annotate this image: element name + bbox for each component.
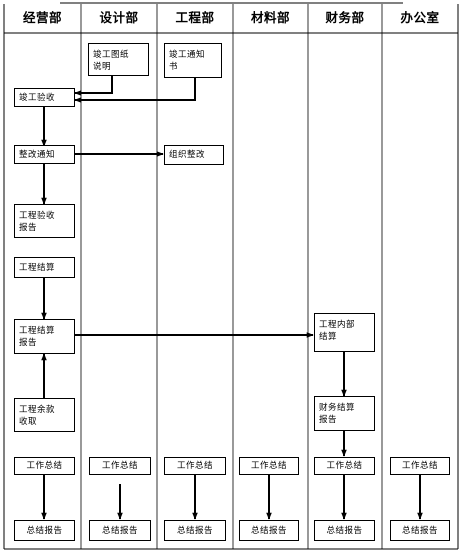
box-summary-report: 总结报告 (390, 520, 450, 541)
column-header-finance: 财务部 (325, 10, 365, 25)
box-summary-report: 总结报告 (239, 520, 299, 541)
box-work-summary: 工作总结 (89, 457, 151, 475)
box-summary-report: 总结报告 (89, 520, 151, 541)
box-organize-rectify: 组织整改 (164, 145, 224, 165)
box-completion-notice: 竣工通知 书 (164, 43, 222, 78)
box-summary-report: 总结报告 (14, 520, 75, 541)
box-design-drawing-notes: 竣工图纸 说明 (88, 43, 149, 76)
box-work-summary: 工作总结 (14, 457, 75, 475)
box-internal-settlement: 工程内部 结算 (314, 313, 375, 352)
box-balance-collection: 工程余款 收取 (14, 398, 75, 432)
box-work-summary: 工作总结 (164, 457, 226, 475)
box-summary-report: 总结报告 (164, 520, 226, 541)
box-work-summary: 工作总结 (239, 457, 299, 475)
column-header-office: 办公室 (400, 10, 440, 25)
flow-arrows (41, 76, 423, 520)
box-work-summary: 工作总结 (390, 457, 450, 475)
column-header-design: 设计部 (99, 10, 139, 25)
arrow-eng-to-acceptance (74, 78, 196, 103)
column-header-engineering: 工程部 (175, 10, 215, 25)
box-acceptance-report: 工程验收 报告 (14, 204, 75, 238)
box-summary-report: 总结报告 (314, 520, 375, 541)
arrow-design-to-acceptance (74, 76, 113, 96)
box-financial-settlement-report: 财务结算 报告 (314, 396, 375, 431)
box-rectify-notice: 整改通知 (14, 145, 75, 164)
column-header-operations: 经营部 (22, 10, 62, 25)
column-header-materials: 材料部 (250, 10, 290, 25)
box-completion-acceptance: 竣工验收 (14, 88, 75, 107)
box-project-settlement: 工程结算 (14, 257, 75, 278)
box-settlement-report: 工程结算 报告 (14, 319, 75, 354)
box-work-summary: 工作总结 (314, 457, 375, 475)
